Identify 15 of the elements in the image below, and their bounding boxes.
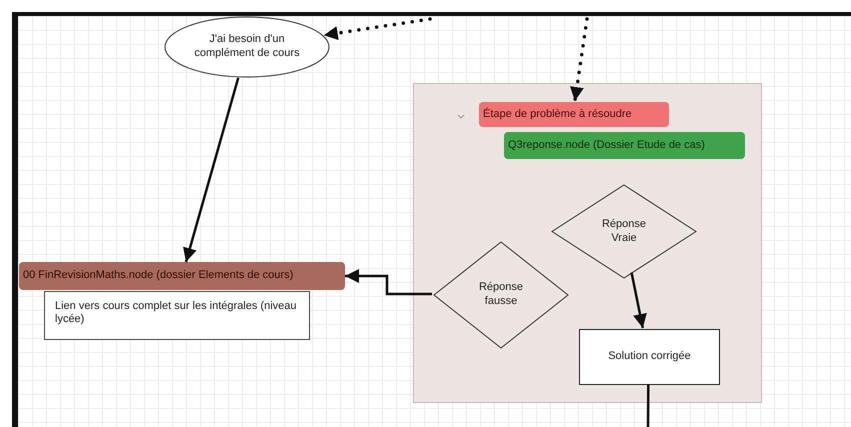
node-label: Réponse fausse — [478, 281, 524, 309]
node-label: Réponse Vraie — [600, 218, 648, 246]
dotted-arrow — [570, 17, 589, 103]
arrow — [630, 272, 647, 328]
arrow — [345, 269, 432, 296]
connector-line — [646, 384, 650, 427]
file-tag: 00 FinRevisionMaths.node (dossier Elements de cours) — [19, 262, 345, 290]
process-box: Solution corrigée — [579, 329, 720, 385]
note-box: Lien vers cours complet sur les intégrales (niveau lycée) — [44, 291, 310, 340]
node-label: J'ai besoin d'un complément de cours — [193, 33, 301, 61]
arrow — [183, 77, 240, 262]
status-tag: Étape de problème à résoudre — [479, 102, 669, 127]
group-panel — [413, 83, 762, 403]
dotted-arrow — [322, 17, 432, 40]
file-tag: Q3reponse.node (Dossier Etude de cas) — [504, 132, 745, 159]
